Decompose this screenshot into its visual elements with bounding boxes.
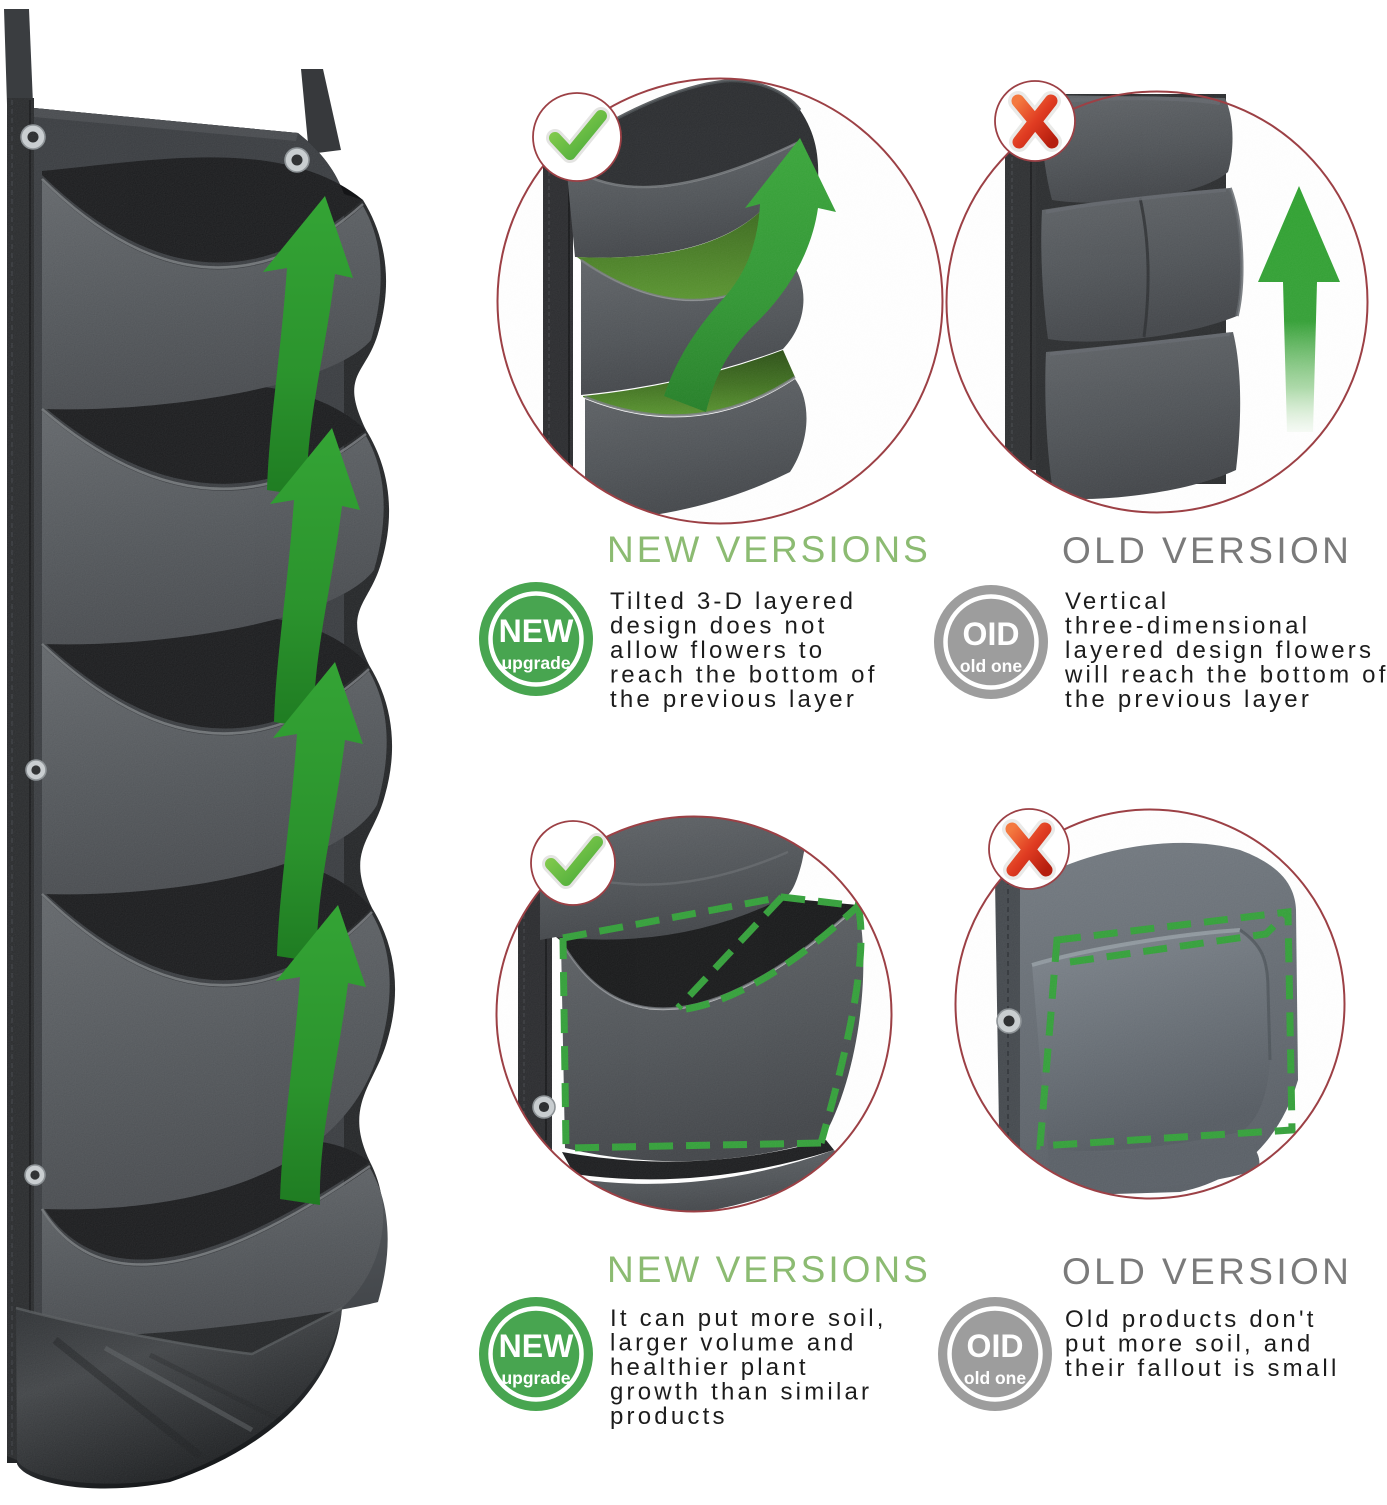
svg-text:growth than similar: growth than similar xyxy=(610,1379,872,1406)
svg-text:OLD VERSION: OLD VERSION xyxy=(1062,530,1352,571)
svg-text:It can put more soil,: It can put more soil, xyxy=(610,1305,887,1332)
svg-text:NEW: NEW xyxy=(499,1328,574,1364)
svg-text:reach the bottom of: reach the bottom of xyxy=(610,662,878,689)
svg-text:upgrade: upgrade xyxy=(501,1368,570,1388)
svg-text:products: products xyxy=(610,1403,728,1430)
svg-text:larger volume and: larger volume and xyxy=(610,1330,857,1357)
svg-text:old one: old one xyxy=(964,1368,1026,1388)
svg-text:NEW VERSIONS: NEW VERSIONS xyxy=(607,529,931,570)
svg-text:Old products don't: Old products don't xyxy=(1065,1306,1317,1333)
svg-text:three-dimensional: three-dimensional xyxy=(1065,613,1310,640)
svg-text:Vertical: Vertical xyxy=(1065,588,1169,615)
svg-text:old one: old one xyxy=(960,656,1022,676)
svg-text:design does not: design does not xyxy=(610,613,827,640)
svg-text:allow flowers to: allow flowers to xyxy=(610,637,825,664)
svg-text:their fallout is small: their fallout is small xyxy=(1065,1355,1339,1382)
svg-text:layered design flowers: layered design flowers xyxy=(1065,637,1374,664)
svg-text:OID: OID xyxy=(967,1328,1024,1364)
svg-text:Tilted 3-D layered: Tilted 3-D layered xyxy=(610,588,856,615)
svg-text:the previous layer: the previous layer xyxy=(1065,686,1312,713)
svg-text:NEW: NEW xyxy=(499,613,574,649)
svg-text:the previous layer: the previous layer xyxy=(610,686,857,713)
svg-text:upgrade: upgrade xyxy=(501,653,570,673)
svg-text:will reach the bottom of: will reach the bottom of xyxy=(1064,662,1387,689)
svg-text:OID: OID xyxy=(963,616,1020,652)
svg-text:OLD VERSION: OLD VERSION xyxy=(1062,1251,1352,1292)
svg-text:healthier plant: healthier plant xyxy=(610,1354,809,1381)
svg-text:NEW VERSIONS: NEW VERSIONS xyxy=(607,1249,931,1290)
svg-text:put more soil, and: put more soil, and xyxy=(1065,1331,1313,1358)
